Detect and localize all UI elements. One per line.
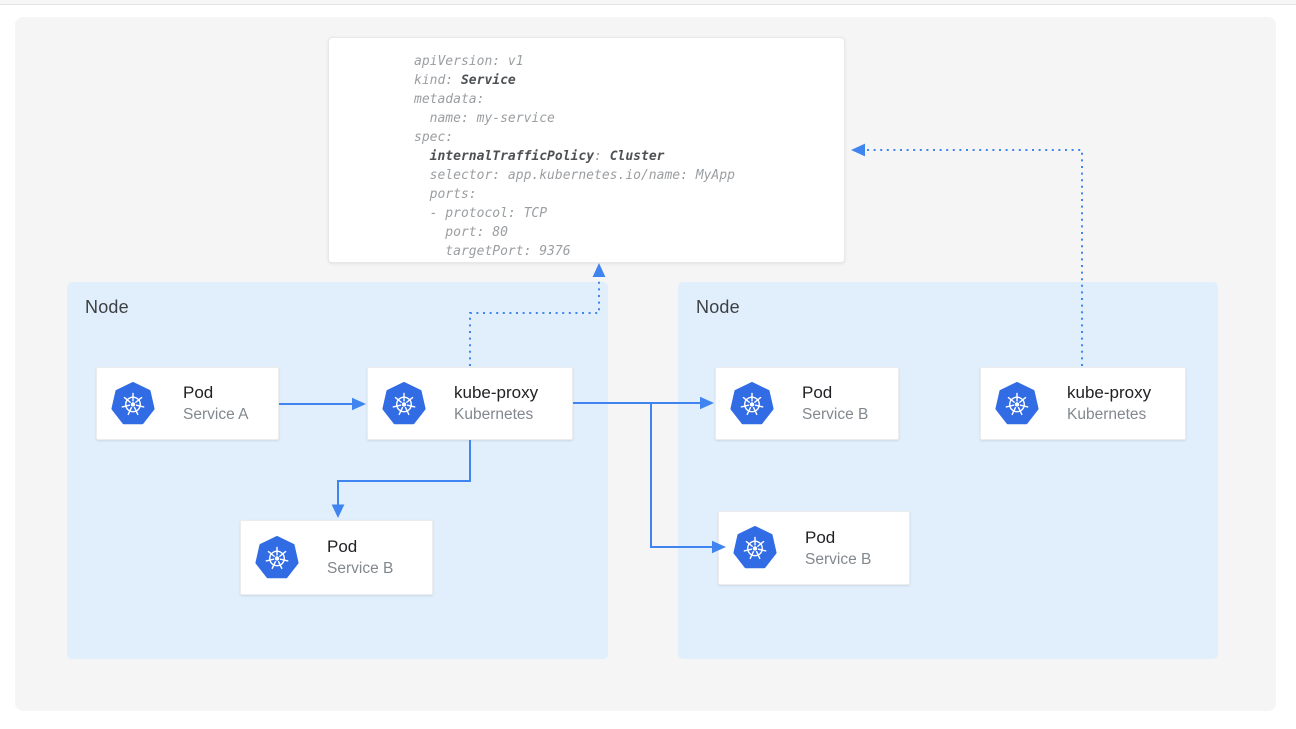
kubernetes-icon bbox=[111, 381, 155, 424]
yaml-line: metadata: bbox=[414, 92, 485, 107]
card-subtitle: Service B bbox=[327, 560, 394, 577]
card-subtitle: Service B bbox=[802, 406, 869, 423]
card-title: Pod bbox=[802, 383, 833, 402]
yaml-line: ports: bbox=[414, 187, 477, 202]
card-pod-service-b-top: Pod Service B bbox=[715, 367, 899, 440]
card-pod-service-a: Pod Service A bbox=[96, 367, 279, 440]
yaml-line: apiVersion: v1 bbox=[414, 54, 524, 69]
yaml-line: name: my-service bbox=[414, 111, 555, 126]
card-pod-service-b-bottom: Pod Service B bbox=[718, 511, 910, 585]
node-box-left: Node Pod Service A bbox=[67, 282, 608, 659]
kubernetes-icon bbox=[255, 535, 299, 578]
top-divider bbox=[0, 0, 1296, 5]
card-title: Pod bbox=[805, 527, 836, 547]
card-subtitle: Kubernetes bbox=[454, 406, 534, 423]
card-title: kube-proxy bbox=[454, 383, 539, 402]
yaml-line: selector: app.kubernetes.io/name: MyApp bbox=[414, 168, 735, 183]
kubernetes-icon bbox=[995, 381, 1039, 424]
card-title: Pod bbox=[183, 383, 214, 402]
card-subtitle: Service A bbox=[183, 406, 249, 423]
yaml-line: port: 80 bbox=[414, 225, 508, 240]
card-kube-proxy-left: kube-proxy Kubernetes bbox=[367, 367, 573, 440]
card-kube-proxy-right: kube-proxy Kubernetes bbox=[980, 367, 1186, 440]
yaml-line-internal-traffic-policy: internalTrafficPolicy: Cluster bbox=[429, 149, 665, 164]
kubernetes-icon bbox=[733, 526, 777, 569]
service-yaml-card: apiVersion: v1 kind: Service metadata: n… bbox=[328, 37, 845, 263]
card-title: Pod bbox=[327, 537, 358, 556]
node-label: Node bbox=[696, 297, 740, 317]
kubernetes-icon bbox=[730, 381, 774, 424]
card-subtitle: Kubernetes bbox=[1067, 406, 1147, 423]
node-box-right: Node Pod Service B bbox=[678, 282, 1218, 659]
card-subtitle: Service B bbox=[805, 550, 872, 568]
kubernetes-icon bbox=[382, 381, 426, 424]
yaml-line: targetPort: 9376 bbox=[414, 244, 571, 259]
yaml-line: kind: Service bbox=[414, 73, 516, 88]
card-pod-service-b-left: Pod Service B bbox=[240, 520, 433, 595]
yaml-line: spec: bbox=[414, 130, 454, 145]
card-title: kube-proxy bbox=[1067, 383, 1152, 402]
node-label: Node bbox=[85, 297, 129, 317]
yaml-line: - protocol: TCP bbox=[414, 206, 548, 221]
